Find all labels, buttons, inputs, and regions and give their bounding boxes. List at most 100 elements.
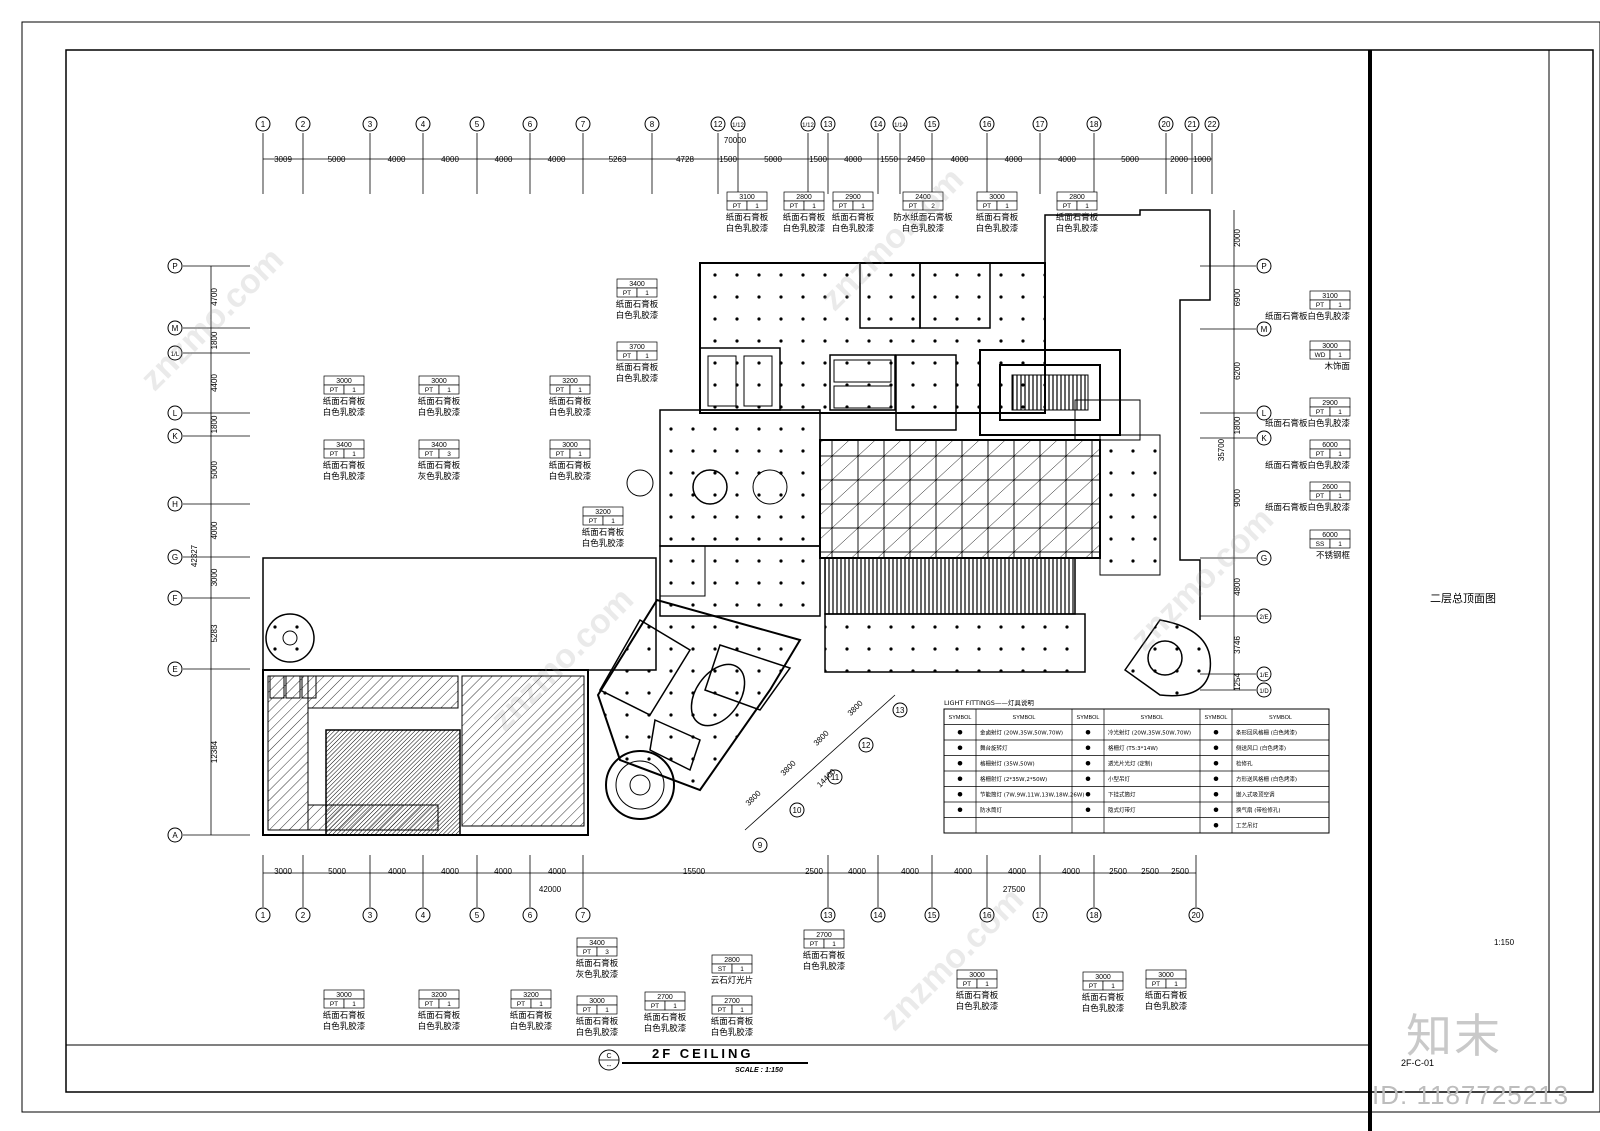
tag-material: 纸面石膏板 — [616, 362, 659, 373]
tag-num-box — [664, 1000, 686, 1011]
axis-bubble — [979, 116, 995, 132]
tag-num: 3 — [447, 451, 451, 458]
tag-finish: 白色乳胶漆 — [902, 223, 945, 234]
axis-label: 13 — [824, 120, 833, 129]
axis-bubble — [167, 549, 183, 565]
tag-finish: 白色乳胶漆 — [616, 373, 659, 384]
tag-num: 1 — [1338, 541, 1342, 548]
tag-material: 纸面石膏板 — [576, 958, 619, 969]
diagonal-dimension: 3800 — [846, 698, 865, 717]
tag-height: 3000 — [431, 378, 447, 385]
left-dimension: 4400 — [210, 374, 219, 392]
axis-label: 22 — [1208, 120, 1217, 129]
tag-height: 3000 — [336, 992, 352, 999]
legend-description: 隐式灯带灯 — [1108, 806, 1136, 814]
legend-symbol — [957, 791, 963, 797]
axis-bubble — [870, 907, 886, 923]
tag-num-box — [1102, 980, 1124, 991]
tag-material: 纸面石膏板 — [1082, 992, 1125, 1003]
legend-description: 格栅射灯 (35W,50W) — [980, 760, 1035, 768]
tag-finish: 白色乳胶漆 — [418, 1021, 461, 1032]
axis-label: 12 — [862, 741, 871, 750]
axis-label: 18 — [1090, 911, 1099, 920]
left-dimension: 5000 — [210, 461, 219, 479]
bottom-dimension: 2500 — [1141, 867, 1159, 876]
legend-symbol — [957, 807, 963, 813]
axis-label: G — [172, 553, 178, 562]
bottom-dimension: 2500 — [1171, 867, 1189, 876]
tag-material: 纸面石膏板白色乳胶漆 — [1265, 418, 1351, 429]
right-dimension: 3746 — [1233, 636, 1242, 654]
tag-num-box — [343, 448, 365, 459]
axis-bubble — [167, 827, 183, 843]
tag-material: 纸面石膏板 — [832, 212, 875, 223]
tag-material: 纸面石膏板 — [582, 527, 625, 538]
tag-code: PT — [425, 451, 433, 458]
tag-code: PT — [983, 203, 991, 210]
right-dimension: 2000 — [1233, 229, 1242, 247]
drawing-title-block: C -- 2F CEILING SCALE : 1:150 — [598, 1046, 808, 1074]
tag-height: 3000 — [562, 442, 578, 449]
tag-height: 3000 — [969, 972, 985, 979]
tag-num-box — [438, 384, 460, 395]
legend-description: 小型吊灯 — [1108, 775, 1131, 783]
axis-label: 2 — [301, 120, 306, 129]
top-dimension: 5000 — [764, 155, 782, 164]
axis-bubble — [858, 737, 874, 753]
bottom-dimension: 5000 — [328, 867, 346, 876]
axis-bubble — [1256, 608, 1272, 624]
axis-label: 15 — [928, 911, 937, 920]
tag-material: 纸面石膏板 — [616, 299, 659, 310]
tag-num: 1 — [447, 387, 451, 394]
axis-bubble — [1256, 321, 1272, 337]
tag-num-box — [596, 1004, 618, 1015]
axis-label: 1/12 — [732, 123, 744, 129]
axis-bubble — [167, 258, 183, 274]
axis-label: M — [1261, 325, 1268, 334]
axis-label: 20 — [1192, 911, 1201, 920]
tag-height: 2400 — [915, 194, 931, 201]
tag-height: 2700 — [816, 932, 832, 939]
section-tag-top: C — [606, 1053, 611, 1060]
tag-height: 3700 — [629, 344, 645, 351]
legend-symbol — [957, 760, 963, 766]
axis-label: H — [172, 500, 178, 509]
tag-num-box — [636, 350, 658, 361]
left-dimension: 3000 — [210, 568, 219, 586]
tag-material: 纸面石膏板 — [418, 1010, 461, 1021]
axis-label: 1/12 — [802, 123, 814, 129]
tag-material: 纸面石膏板 — [549, 460, 592, 471]
axis-label: 17 — [1036, 120, 1045, 129]
tag-height: 3200 — [595, 509, 611, 516]
bottom-total-dimension: 42000 — [539, 885, 562, 894]
tag-num-box — [343, 998, 365, 1009]
tag-num: 1 — [1174, 981, 1178, 988]
legend-symbol — [1213, 822, 1219, 828]
tag-height: 2600 — [1322, 484, 1338, 491]
axis-bubble — [1256, 430, 1272, 446]
top-dimension: 4000 — [1005, 155, 1023, 164]
tag-material: 纸面石膏板 — [418, 460, 461, 471]
axis-bubble — [415, 116, 431, 132]
tag-material: 纸面石膏板 — [803, 950, 846, 961]
axis-label: 15 — [928, 120, 937, 129]
axis-bubble — [730, 116, 746, 132]
axis-label: L — [173, 409, 178, 418]
top-dimension: 4000 — [951, 155, 969, 164]
diagonal-dimension: 3800 — [744, 788, 763, 807]
tag-height: 2900 — [845, 194, 861, 201]
tag-finish: 灰色乳胶漆 — [418, 471, 461, 482]
legend-description: 舞台旋转灯 — [980, 744, 1008, 752]
top-dimension: 3009 — [274, 155, 292, 164]
axis-label: 6 — [528, 120, 533, 129]
axis-bubble — [924, 907, 940, 923]
legend-symbol — [957, 745, 963, 751]
